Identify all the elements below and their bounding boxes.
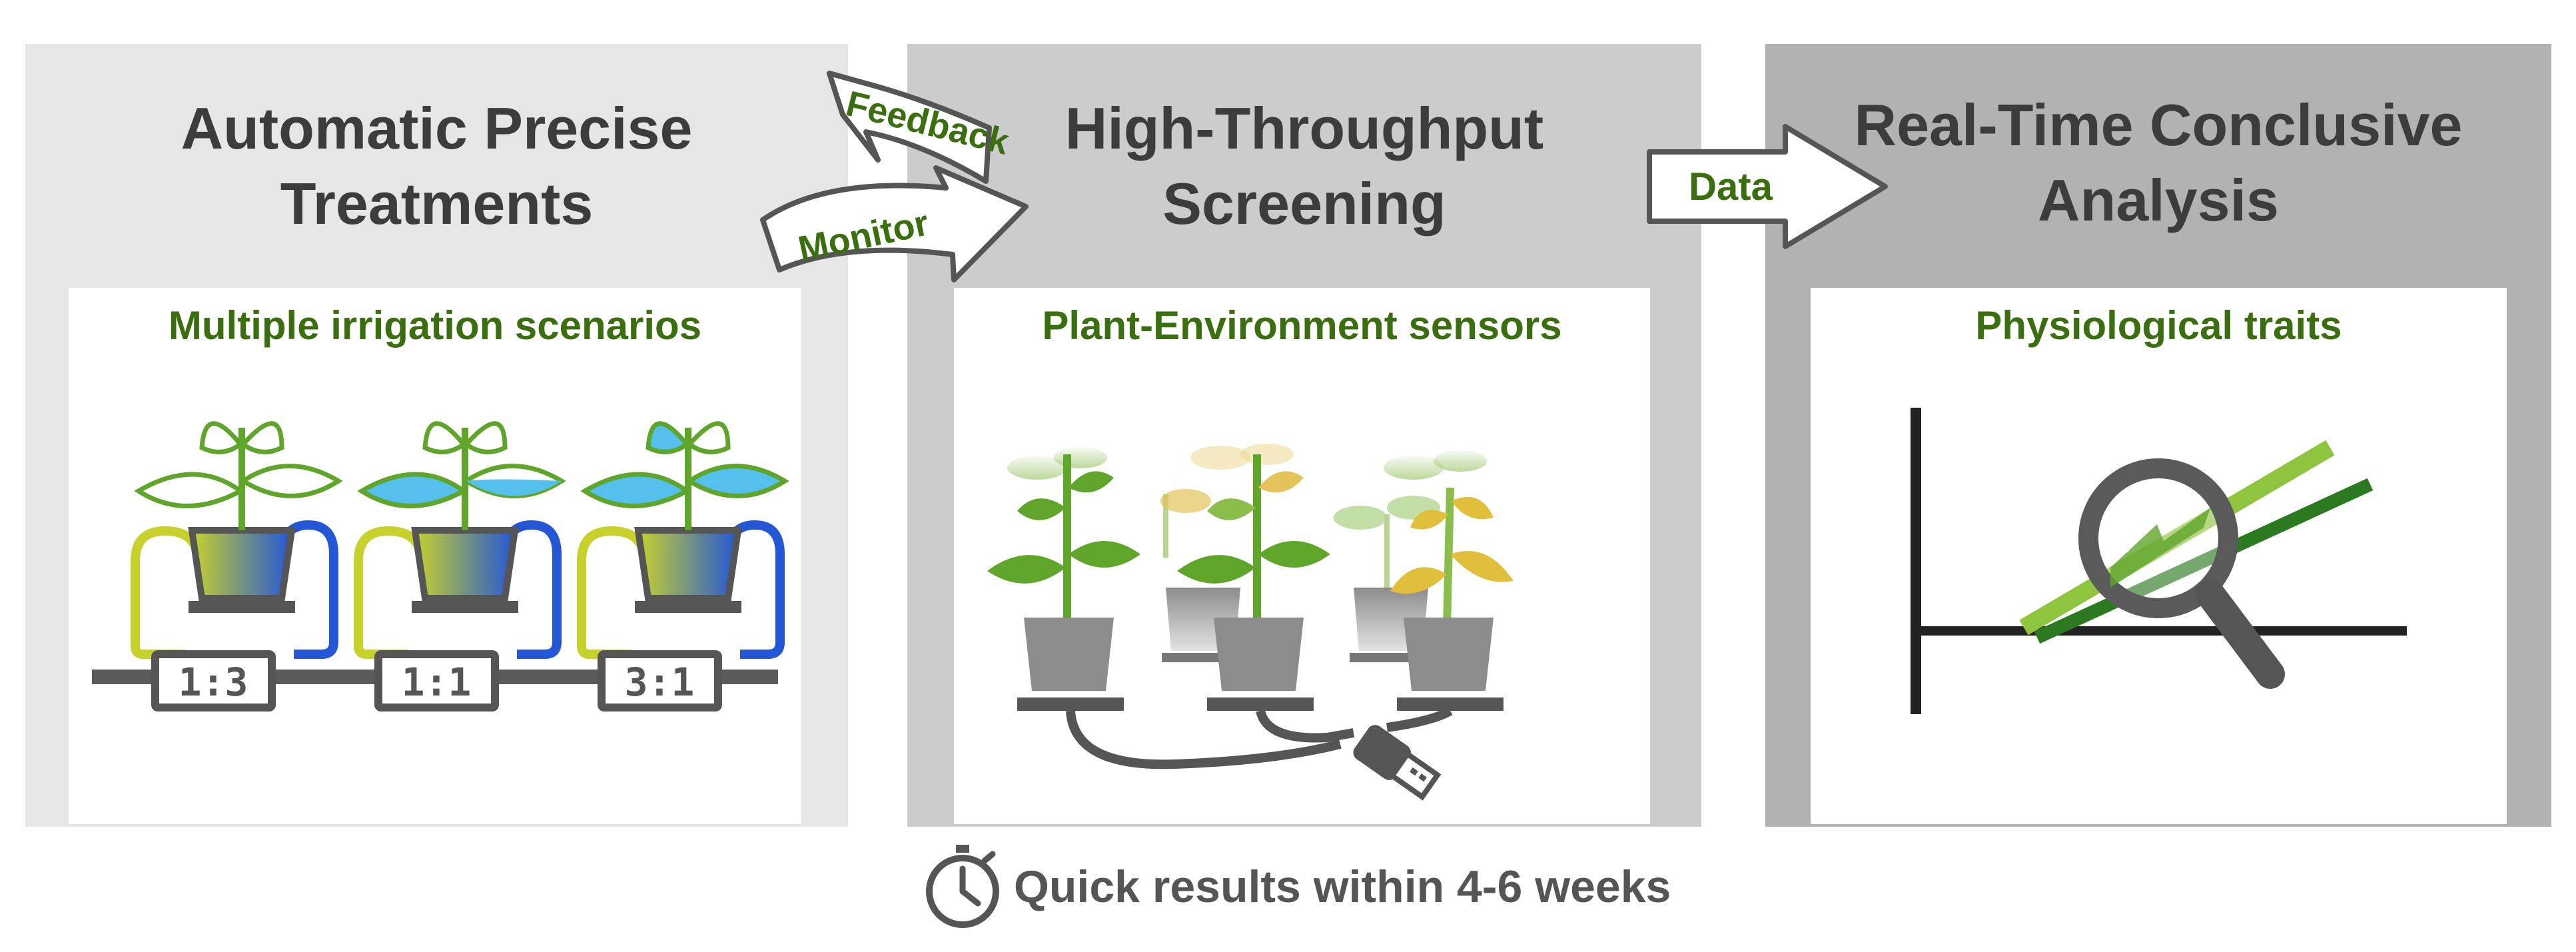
stopwatch-icon (926, 845, 999, 928)
sensors-illustration (987, 441, 1513, 801)
card-title: Physiological traits (1975, 303, 2342, 348)
timer-ratio: 1:1 (402, 660, 472, 705)
y-axis (1911, 408, 1921, 714)
timer-display-icon (374, 650, 499, 712)
analysis-illustration (1911, 408, 2407, 714)
back-row-plants (1007, 441, 1487, 561)
monitor-arrow[interactable]: Monitor (760, 165, 1029, 282)
magnifier-icon (2078, 458, 2285, 689)
front-plant-1 (987, 454, 1140, 691)
panel-title: Automatic Precise Treatments (181, 95, 693, 237)
irrigation-illustration: 1:3 1:1 (92, 421, 789, 712)
timer-ratio: 3:1 (625, 660, 695, 705)
panel-title: High-Throughput Screening (1065, 95, 1544, 237)
trend-line-dark (2034, 478, 2373, 644)
panel-analysis: Real-Time Conclusive Analysis Physiologi… (1765, 44, 2551, 827)
panel-screening: High-Throughput Screening Plant-Environm… (907, 44, 1701, 827)
usb-cable-icon (1066, 706, 1453, 801)
pot-icon (1214, 618, 1304, 691)
data-label: Data (1689, 165, 1773, 209)
card-title: Plant-Environment sensors (1042, 303, 1562, 348)
card-title: Multiple irrigation scenarios (168, 303, 702, 348)
front-plant-3 (1390, 487, 1513, 691)
card-traits: Physiological traits (1811, 288, 2507, 824)
plant-station-2: 1:1 (354, 421, 566, 712)
data-arrow[interactable]: Data (1647, 124, 1888, 249)
timer-ratio: 1:3 (179, 660, 248, 705)
feedback-arrow[interactable]: Feedback (827, 71, 1013, 184)
card-irrigation: Multiple irrigation scenarios (69, 288, 801, 824)
pot-icon (1404, 618, 1494, 691)
card-sensors: Plant-Environment sensors (954, 288, 1650, 824)
timer-display-icon (151, 650, 276, 712)
footer-text: Quick results within 4-6 weeks (1014, 861, 1671, 912)
pot-icon (188, 527, 296, 602)
pot-icon (634, 527, 742, 602)
panel-title: Real-Time Conclusive Analysis (1854, 92, 2463, 233)
pot-icon (1024, 618, 1114, 691)
timer-display-icon (598, 650, 722, 712)
panel-treatments: Automatic Precise Treatments Multiple ir… (25, 44, 848, 827)
plant-station-1: 1:3 (131, 421, 343, 712)
plant-station-3: 3:1 (577, 421, 789, 712)
pot-icon (411, 527, 519, 602)
front-plant-2 (1177, 454, 1330, 691)
